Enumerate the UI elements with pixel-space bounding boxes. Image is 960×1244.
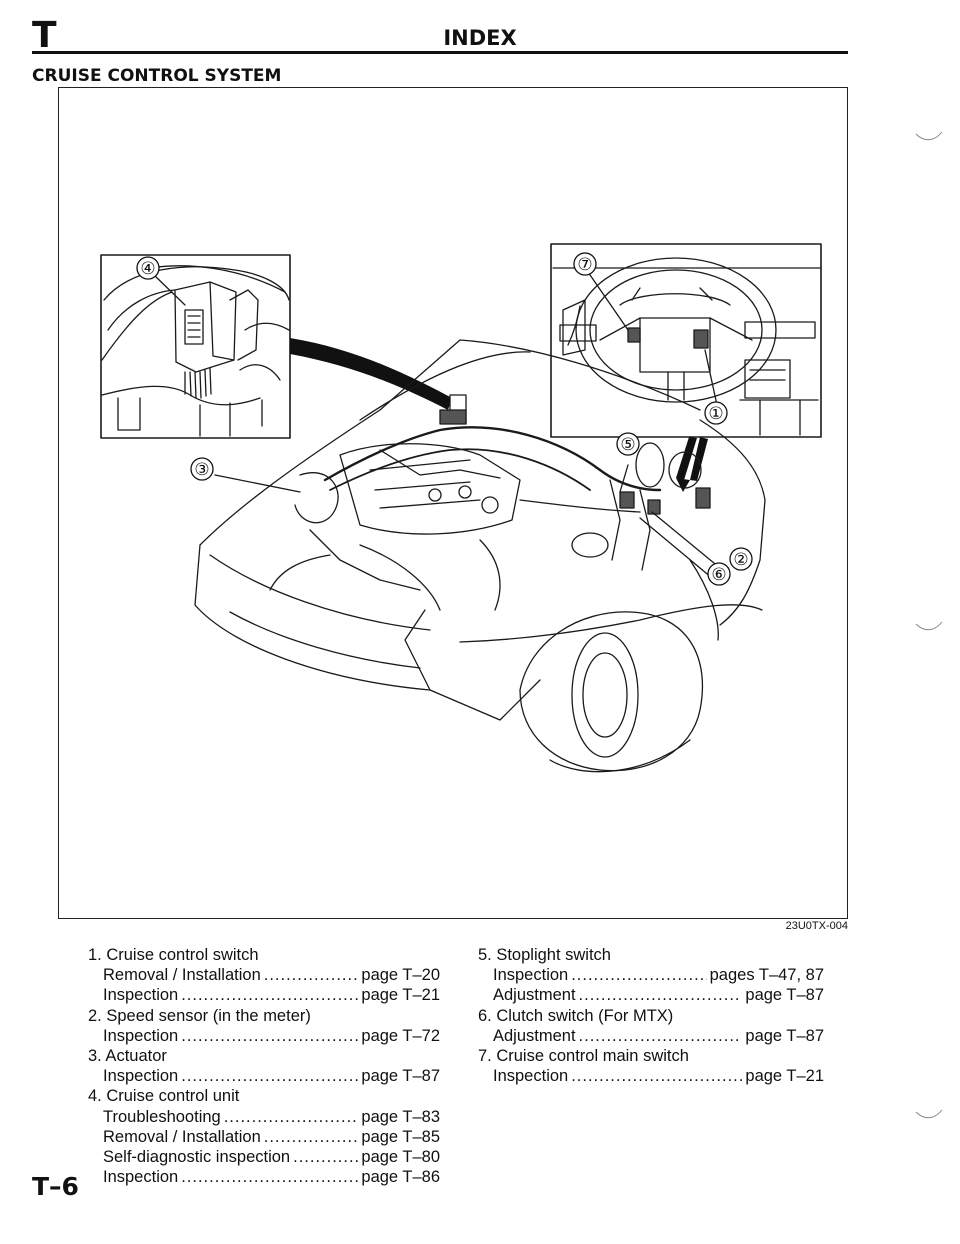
entry-page-ref: page T–85 <box>361 1127 440 1146</box>
dot-leader <box>181 1026 358 1046</box>
legend-item-title: 1. Cruise control switch <box>88 946 259 964</box>
legend-item: 2. Speed sensor (in the meter) Inspectio… <box>88 1006 440 1046</box>
entry-page-ref: page T–21 <box>361 986 440 1005</box>
entry-page-ref: page T–87 <box>745 1026 824 1045</box>
legend-entry: Troubleshooting page T–83 <box>88 1107 440 1127</box>
entry-page-ref: page T–80 <box>361 1148 440 1167</box>
legend-left: 1. Cruise control switch Removal / Insta… <box>88 945 440 1187</box>
legend-item: 4. Cruise control unit Troubleshooting pa… <box>88 1086 440 1187</box>
legend-item-title: 5. Stoplight switch <box>478 946 611 964</box>
entry-page-ref: page T–86 <box>361 1168 440 1187</box>
dot-leader <box>579 1026 743 1046</box>
entry-page-ref: page T–83 <box>361 1107 440 1126</box>
entry-label: Removal / Installation <box>103 1127 261 1146</box>
legend-item-title: 7. Cruise control main switch <box>478 1047 689 1066</box>
inset-cruise-control-unit <box>100 254 291 439</box>
entry-label: Troubleshooting <box>103 1107 221 1126</box>
legend-entry: Removal / Installation page T–85 <box>88 1127 440 1147</box>
header-rule <box>32 51 848 54</box>
legend-item: 5. Stoplight switch Inspection pages T–47… <box>478 945 824 1006</box>
dot-leader <box>181 1066 358 1086</box>
entry-label: Inspection <box>493 1067 569 1086</box>
dot-leader <box>293 1147 358 1167</box>
dot-leader <box>571 965 706 985</box>
page-title: INDEX <box>443 26 517 50</box>
callout-6: ⑥ <box>711 565 726 585</box>
legend-item: 3. Actuator Inspection page T–87 <box>88 1046 440 1086</box>
binding-mark <box>915 131 943 141</box>
section-title: CRUISE CONTROL SYSTEM <box>32 66 282 86</box>
dot-leader <box>579 985 743 1005</box>
legend-item: 7. Cruise control main switch Inspection… <box>478 1046 824 1086</box>
legend-item-title: 2. Speed sensor (in the meter) <box>88 1006 311 1025</box>
binding-mark <box>915 1109 943 1119</box>
legend-item-title: 3. Actuator <box>88 1047 167 1066</box>
dot-leader <box>571 1066 742 1086</box>
dot-leader <box>181 1167 358 1187</box>
entry-page-ref: pages T–47, 87 <box>709 966 824 985</box>
entry-label: Inspection <box>103 986 179 1005</box>
binding-mark <box>915 621 943 631</box>
callout-3: ③ <box>194 460 209 480</box>
legend-entry: Inspection page T–87 <box>88 1066 440 1086</box>
legend-entry: Inspection pages T–47, 87 <box>478 965 824 985</box>
entry-label: Self-diagnostic inspection <box>103 1148 291 1167</box>
entry-label: Inspection <box>103 1168 179 1187</box>
entry-label: Inspection <box>103 1026 179 1045</box>
dot-leader <box>264 965 359 985</box>
legend-entry: Adjustment page T–87 <box>478 985 824 1005</box>
figure-id: 23U0TX-004 <box>785 920 848 932</box>
entry-label: Adjustment <box>493 1026 576 1045</box>
legend-entry: Inspection page T–21 <box>88 985 440 1005</box>
entry-page-ref: page T–20 <box>361 966 440 985</box>
dot-leader <box>264 1127 359 1147</box>
legend-entry: Removal / Installation page T–20 <box>88 965 440 985</box>
entry-label: Adjustment <box>493 986 576 1005</box>
legend-right: 5. Stoplight switch Inspection pages T–47… <box>478 945 824 1086</box>
entry-page-ref: page T–72 <box>361 1026 440 1045</box>
vehicle-engine-bay <box>194 339 766 773</box>
figure-callouts: ① ② ③ ④ ⑤ ⑥ ⑦ <box>136 252 753 586</box>
callout-2: ② <box>733 550 748 570</box>
figure-frame <box>58 87 848 919</box>
inset-steering-wheel <box>550 243 822 438</box>
section-letter: T <box>32 15 57 56</box>
legend-item: 1. Cruise control switch Removal / Insta… <box>88 945 440 1006</box>
legend-entry: Adjustment page T–87 <box>478 1026 824 1046</box>
callout-7: ⑦ <box>577 255 592 275</box>
legend-item-title: 6. Clutch switch (For MTX) <box>478 1006 674 1025</box>
legend-entry: Self-diagnostic inspection page T–80 <box>88 1147 440 1167</box>
dot-leader <box>224 1107 359 1127</box>
entry-label: Removal / Installation <box>103 966 261 985</box>
legend-item: 6. Clutch switch (For MTX) Adjustment pag… <box>478 1006 824 1046</box>
entry-label: Inspection <box>103 1067 179 1086</box>
callout-5: ⑤ <box>620 435 635 455</box>
entry-page-ref: page T–87 <box>361 1067 440 1086</box>
callout-1: ① <box>708 404 723 424</box>
legend-entry: Inspection page T–72 <box>88 1026 440 1046</box>
entry-page-ref: page T–21 <box>745 1067 824 1086</box>
legend-item-title: 4. Cruise control unit <box>88 1087 240 1106</box>
entry-page-ref: page T–87 <box>745 986 824 1005</box>
page-number: T–6 <box>32 1172 79 1201</box>
legend-entry: Inspection page T–86 <box>88 1167 440 1187</box>
entry-label: Inspection <box>493 966 569 985</box>
legend-entry: Inspection page T–21 <box>478 1066 824 1086</box>
callout-4: ④ <box>140 259 155 279</box>
dot-leader <box>181 985 358 1005</box>
